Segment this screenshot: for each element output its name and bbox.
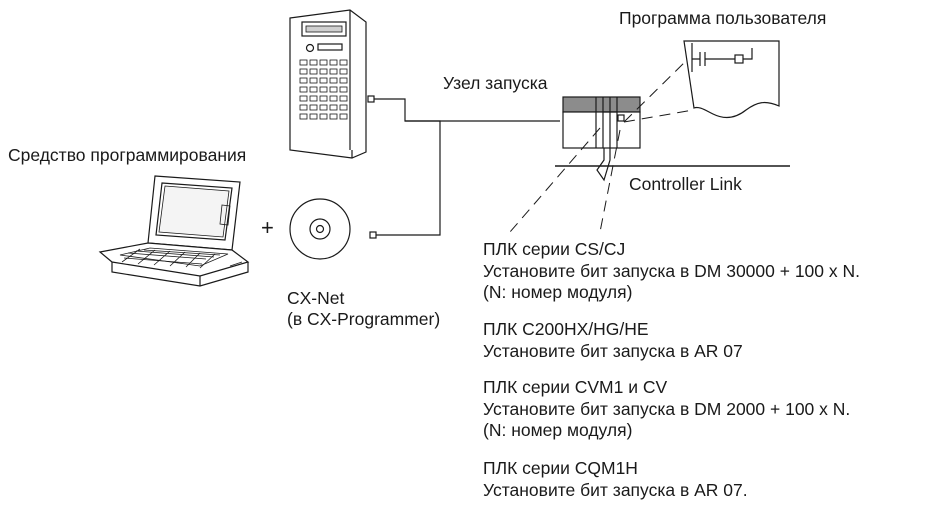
programming-tool-label: Средство программирования [8, 145, 247, 165]
plc-note-c200hx: ПЛК C200HX/HG/HE Установите бит запуска … [483, 319, 743, 362]
software-host: (в CX-Programmer) [287, 309, 441, 329]
ladder-program-sheet-icon [683, 40, 780, 119]
plus-sign: + [261, 215, 274, 240]
software-cd-icon [289, 198, 377, 260]
software-label: CX-Net (в CX-Programmer) [287, 288, 440, 330]
handheld-programming-console-icon [289, 9, 375, 159]
plc-note-title: ПЛК серии CVM1 и CV [483, 377, 668, 397]
plc-note-title: ПЛК серии CQM1H [483, 458, 638, 478]
plc-note-line: (N: номер модуля) [483, 282, 633, 302]
plc-note-line: Установите бит запуска в DM 2000 + 100 x… [483, 398, 851, 419]
plc-note-line: (N: номер модуля) [483, 420, 633, 440]
software-name: CX-Net [287, 288, 345, 308]
plc-note-cqm1h: ПЛК серии CQM1H Установите бит запуска в… [483, 458, 748, 501]
plc-note-line: Установите бит запуска в DM 30000 + 100 … [483, 260, 860, 281]
laptop-computer-icon [98, 175, 250, 287]
start-node-label: Узел запуска [443, 73, 548, 93]
plc-note-line: Установите бит запуска в AR 07. [483, 479, 748, 500]
plc-note-title: ПЛК серии CS/CJ [483, 239, 626, 259]
plc-note-title: ПЛК C200HX/HG/HE [483, 319, 649, 339]
user-program-label: Программа пользователя [619, 8, 827, 28]
plc-note-line: Установите бит запуска в AR 07 [483, 340, 743, 361]
network-name-label: Controller Link [629, 174, 742, 194]
plc-note-cvm1-cv: ПЛК серии CVM1 и CV Установите бит запус… [483, 377, 850, 442]
plc-unit-icon [562, 96, 641, 182]
plc-note-cs-cj: ПЛК серии CS/CJ Установите бит запуска в… [483, 239, 860, 304]
